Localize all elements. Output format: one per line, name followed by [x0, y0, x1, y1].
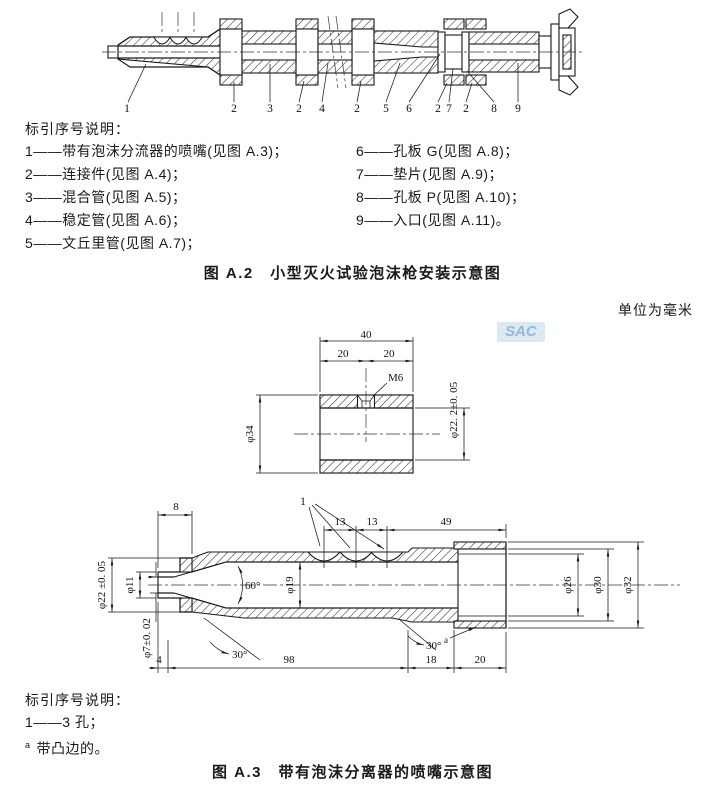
- callout-2d: 2: [435, 103, 441, 115]
- dim-ring-mid-30: φ30: [592, 576, 604, 594]
- end-flange-lip-bottom: [453, 620, 507, 629]
- callout-8: 8: [491, 103, 497, 115]
- callout-2c: 2: [354, 103, 360, 115]
- end-flange-lip-top: [453, 541, 507, 550]
- dim-half-right-20: 20: [384, 348, 396, 360]
- callout-2e: 2: [463, 103, 469, 115]
- callout-3-holes: 1: [300, 496, 306, 508]
- m6-hole: [357, 394, 375, 408]
- callout-3: 3: [267, 103, 273, 115]
- callout-7: 7: [446, 103, 452, 115]
- callout-1: 1: [124, 103, 130, 115]
- sac-watermark: SAC: [497, 322, 545, 342]
- callout-5: 5: [383, 103, 389, 115]
- callout-2b: 2: [296, 103, 302, 115]
- dim-bore-19: φ19: [284, 576, 296, 594]
- callout-2: 2: [231, 103, 237, 115]
- footnote-marker: a: [25, 740, 31, 750]
- figure-a2-caption: 图 A.2 小型灭火试验泡沫枪安装示意图: [203, 265, 502, 282]
- dim-seg-4: 4: [156, 654, 162, 666]
- dim-pitch-13b: 13: [367, 516, 379, 528]
- sac-watermark-text: SAC: [497, 322, 545, 342]
- dim-orifice-bore-7: φ7±0. 02: [141, 618, 153, 658]
- legend-right-column: 6——孔板 G(见图 A.8)； 7——垫片(见图 A.9)； 8——孔板 P(…: [356, 140, 526, 232]
- dim-tip-outer-22: φ22 ±0. 05: [96, 560, 108, 609]
- dim-thread-m6: M6: [388, 372, 404, 384]
- legend-item: 6——孔板 G(见图 A.8)；: [356, 143, 519, 159]
- legend-item-holes: 1——3 孔；: [25, 714, 104, 730]
- legend-title-a3: 标引序号说明：: [25, 692, 130, 708]
- hole-notch: [153, 37, 171, 45]
- dim-ring-bore-26: φ26: [562, 576, 574, 594]
- callout-4: 4: [319, 103, 325, 115]
- dim-seg-98: 98: [284, 654, 296, 666]
- dim-end-len-49: 49: [441, 516, 453, 528]
- callout-9: 9: [515, 103, 521, 115]
- legend-left-column: 1——带有泡沫分流器的喷嘴(见图 A.3)； 2——连接件(见图 A.4)； 3…: [25, 140, 288, 255]
- dim-taper-angle-30: 30°: [232, 649, 247, 661]
- callout-6: 6: [406, 103, 412, 115]
- legend-item: 4——稳定管(见图 A.6)；: [25, 212, 187, 228]
- legend-item: 9——入口(见图 A.11)。: [356, 212, 511, 228]
- dim-seg-20: 20: [475, 654, 487, 666]
- figure-a3-caption: 图 A.3 带有泡沫分离器的喷嘴示意图: [211, 764, 493, 781]
- legend-item: 2——连接件(见图 A.4)；: [25, 166, 187, 182]
- dim-seg-18: 18: [426, 654, 438, 666]
- legend-item: 3——混合管(见图 A.5)；: [25, 189, 187, 205]
- dim-length-40: 40: [361, 329, 373, 341]
- legend-item-footnote: a 带凸边的。: [25, 734, 109, 761]
- sleeve-drawing: 40 20 20 M6 φ34 φ22. 2±0. 05: [244, 329, 470, 474]
- dim-outer-dia-34: φ34: [244, 425, 256, 443]
- dim-tip-len-8: 8: [173, 501, 179, 513]
- hole-callout-leaders: [308, 503, 384, 549]
- nozzle-drawing: 8 1 13 13 49 φ22 ±0. 05 φ11 φ7±0. 02 60°…: [96, 496, 680, 673]
- dim-bore-dia-22-2: φ22. 2±0. 05: [448, 381, 460, 438]
- dim-cone-angle-60: 60°: [245, 580, 260, 592]
- dim-ring-outer-32: φ32: [622, 576, 634, 593]
- flange-marker-a: a: [444, 635, 448, 645]
- legend-item: 8——孔板 P(见图 A.10)；: [356, 189, 526, 205]
- hole-notch: [169, 37, 187, 45]
- legend-title-a2: 标引序号说明：: [25, 121, 130, 137]
- footnote-text: 带凸边的。: [36, 740, 110, 757]
- legend-item: 1——带有泡沫分流器的喷嘴(见图 A.3)；: [25, 143, 289, 159]
- dim-step-angle-30: 30°: [426, 640, 441, 652]
- legend-item: 7——垫片(见图 A.9)；: [356, 166, 504, 182]
- legend-item: 5——文丘里管(见图 A.7)；: [25, 235, 202, 251]
- hole-notch: [185, 37, 203, 45]
- units-note: 单位为毫米: [618, 302, 693, 318]
- dim-half-left-20: 20: [338, 348, 350, 360]
- connector-nut: [295, 18, 319, 86]
- dim-orifice-outer-11: φ11: [124, 577, 136, 594]
- dim-pitch-13a: 13: [335, 516, 347, 528]
- assembly-drawing-foam-gun: 1 2 3 2 4 2 5 6 2 7 2 8 9: [102, 8, 582, 115]
- nozzle-bottom-wall: [191, 597, 501, 623]
